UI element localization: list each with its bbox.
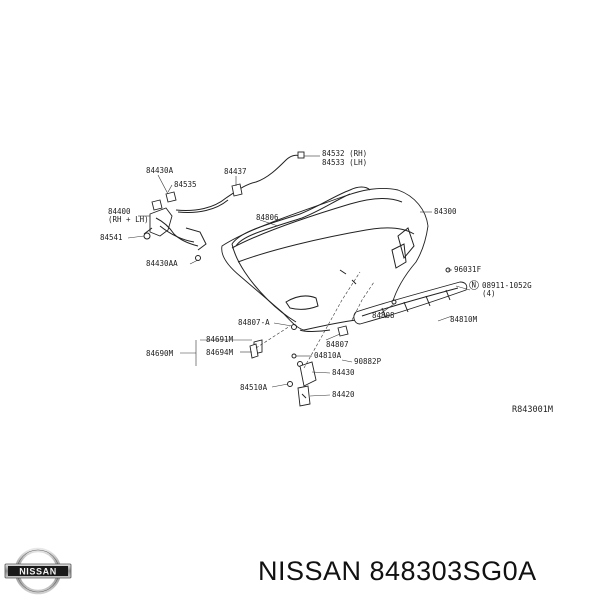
label-84430AA: 84430AA [146,259,178,268]
label-84400: 84400 [108,207,131,216]
part-title: NISSAN 848303SG0A [258,556,537,586]
label-84807: 84807 [326,340,349,349]
label-84810M: 84810M [450,315,478,324]
label-84400-sub: (RH + LH) [108,215,149,224]
label-84430: 84430 [332,368,355,377]
label-90882P: 90882P [354,357,382,366]
diagram-code: R843001M [512,405,553,415]
label-08911-sub: (4) [482,289,496,298]
label-96031F: 96031F [454,265,482,274]
leader-lines [127,155,471,397]
label-84437: 84437 [224,167,247,176]
label-84694M: 84694M [206,348,234,357]
label-84535: 84535 [174,180,197,189]
hinge-assembly [143,207,207,251]
label-84807A: 84807-A [238,318,270,327]
dashed-guides [255,271,375,369]
weatherstrip [231,186,371,323]
label-08911: 08911-1052G [482,281,532,290]
label-84532: 84532 (RH) [322,149,367,158]
label-N: N [472,281,477,290]
logo-text: NISSAN [19,566,57,576]
callout-labels: 84430A 84535 84437 84532 (RH) 84533 (LH)… [100,149,553,415]
label-84533: 84533 (LH) [322,158,367,167]
label-84541: 84541 [100,233,123,242]
label-84420: 84420 [332,390,355,399]
label-84510A: 84510A [240,383,268,392]
label-84690M: 84690M [146,349,174,358]
label-84806: 84806 [256,213,279,222]
nissan-logo: NISSAN [4,547,72,595]
finisher-strip [353,281,468,325]
label-84808: 84808 [372,311,395,320]
label-84300: 84300 [434,207,457,216]
cable [175,151,305,213]
label-04810A: 04810A [314,351,342,360]
label-84430A: 84430A [146,166,174,175]
label-84691M: 84691M [206,335,234,344]
